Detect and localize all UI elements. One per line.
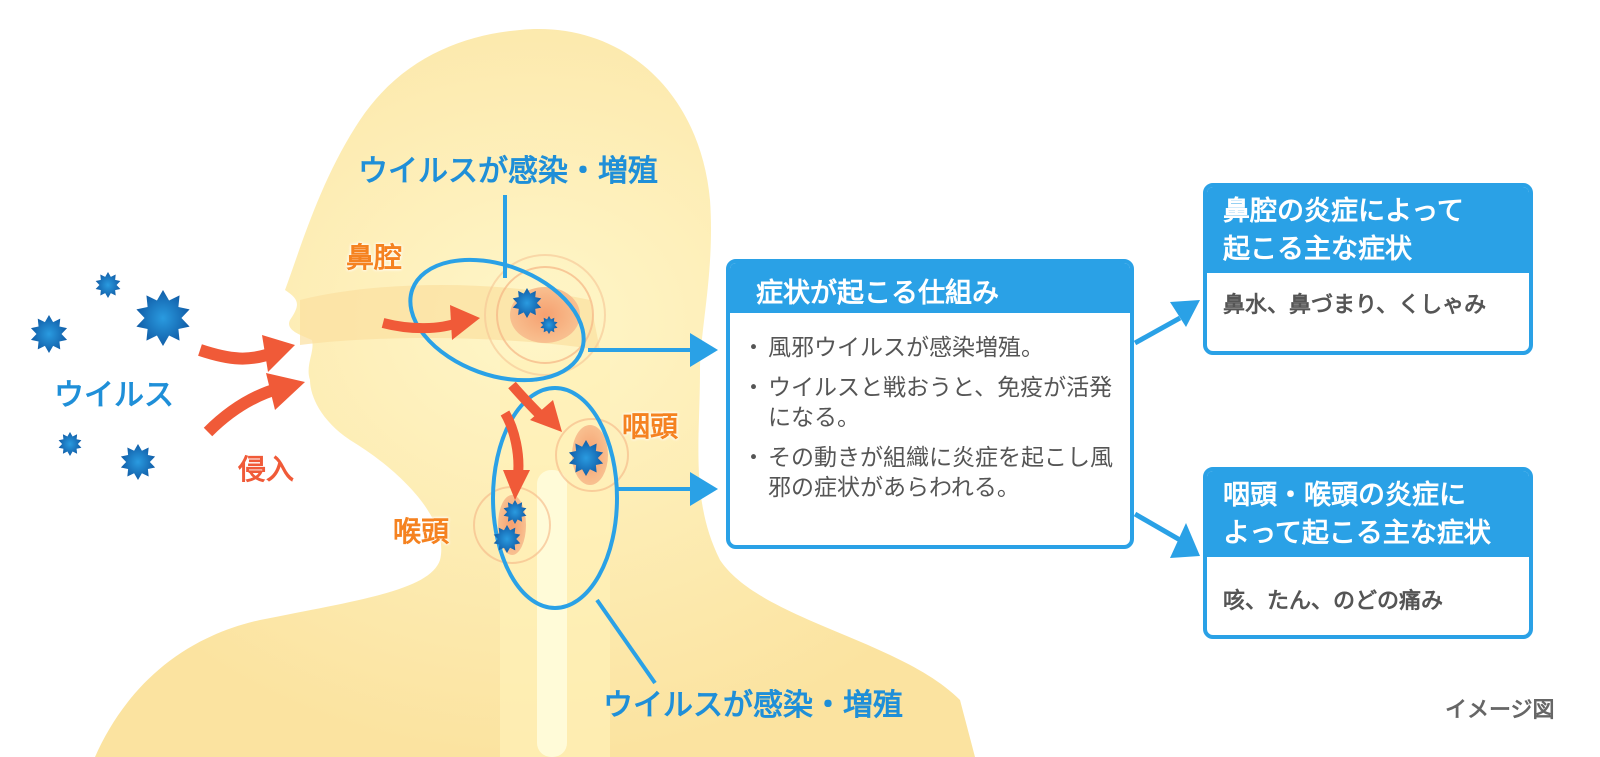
virus-icon	[58, 432, 82, 456]
nasal-symptoms-box: 鼻腔の炎症によって 起こる主な症状 鼻水、鼻づまり、くしゃみ	[1203, 183, 1533, 355]
infection-label-bottom: ウイルスが感染・増殖	[603, 688, 903, 723]
mechanism-heading: 症状が起こる仕組み	[730, 263, 1130, 313]
image-caption: イメージ図	[1445, 698, 1555, 723]
infection-label-top: ウイルスが感染・増殖	[358, 154, 658, 189]
mechanism-item: その動きが組織に炎症を起こし風邪の症状があらわれる。	[742, 443, 1120, 503]
nasal-cavity-label: 鼻腔	[346, 241, 403, 274]
virus-icon	[30, 315, 68, 353]
nasal-infection-ellipse	[408, 257, 586, 383]
virus-icon	[95, 272, 121, 298]
virus-icon	[136, 290, 190, 346]
throat-infection-ellipse	[491, 386, 619, 610]
virus-label: ウイルス	[54, 378, 174, 413]
larynx-label: 喉頭	[393, 515, 450, 548]
nasal-heading-line2: 起こる主な症状	[1223, 234, 1412, 265]
virus-icon	[120, 444, 156, 480]
invasion-label: 侵入	[238, 453, 295, 486]
pharynx-label: 咽頭	[622, 410, 679, 443]
mechanism-item: 風邪ウイルスが感染増殖。	[742, 333, 1120, 363]
nasal-heading-line1: 鼻腔の炎症によって	[1223, 196, 1464, 227]
throat-symptoms-text: 咳、たん、のどの痛み	[1223, 589, 1444, 614]
throat-heading-line2: よって起こる主な症状	[1223, 518, 1491, 549]
mechanism-box: 症状が起こる仕組み 風邪ウイルスが感染増殖。 ウイルスと戦おうと、免疫が活発にな…	[726, 259, 1134, 549]
mechanism-item: ウイルスと戦おうと、免疫が活発になる。	[742, 373, 1120, 433]
throat-heading-line1: 咽頭・喉頭の炎症に	[1223, 480, 1466, 511]
mechanism-list: 風邪ウイルスが感染増殖。 ウイルスと戦おうと、免疫が活発になる。 その動きが組織…	[742, 333, 1120, 503]
throat-symptoms-box: 咽頭・喉頭の炎症に よって起こる主な症状 咳、たん、のどの痛み	[1203, 467, 1533, 639]
nasal-symptoms-text: 鼻水、鼻づまり、くしゃみ	[1223, 293, 1487, 318]
